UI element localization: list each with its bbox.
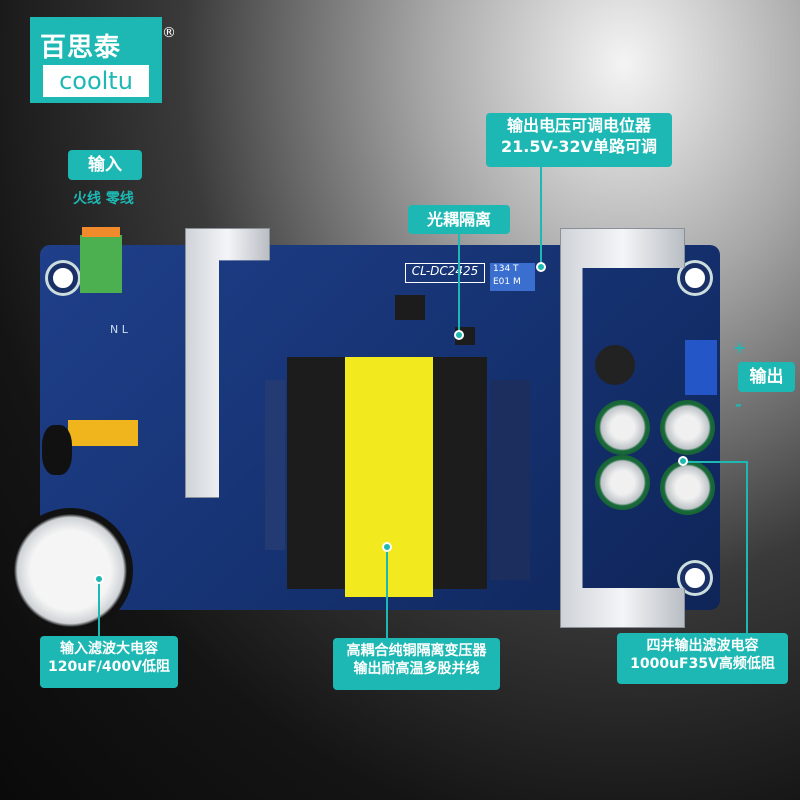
transformer <box>345 357 433 597</box>
brand-logo: 百思泰 ® cooltu <box>30 17 176 103</box>
pot-mark-1: 134 T <box>493 264 519 274</box>
brand-name-en: cooltu <box>43 65 149 97</box>
input-cap-line1: 输入滤波大电容 <box>60 641 158 657</box>
output-label: 输出 <box>738 362 795 392</box>
registered-mark: ® <box>162 25 176 41</box>
x-capacitor <box>68 420 138 446</box>
optocoupler-label: 光耦隔离 <box>408 205 510 234</box>
transformer-core-left <box>287 357 347 589</box>
minus-sign: - <box>735 395 742 414</box>
potentiometer-label: 输出电压可调电位器 21.5V-32V单路可调 <box>486 113 672 167</box>
potentiometer: 134 T E01 M <box>490 263 535 291</box>
terminal-mark: N L <box>110 323 128 336</box>
pot-mark-2: E01 M <box>493 277 521 287</box>
output-cap-line1: 四并输出滤波电容 <box>646 638 759 654</box>
input-capacitor-label: 输入滤波大电容 120uF/400V低阻 <box>40 636 178 688</box>
pot-label-line2: 21.5V-32V单路可调 <box>501 136 657 156</box>
board-model: CL-DC2425 <box>405 263 485 283</box>
output-cap-line2: 1000uF35V高频低阻 <box>630 656 775 673</box>
live-neutral-label: 火线 零线 <box>73 191 134 207</box>
brand-name-cn: 百思泰 <box>40 33 122 63</box>
transformer-line2: 输出耐高温多股并线 <box>353 661 480 678</box>
input-cap-line2: 120uF/400V低阻 <box>48 659 170 676</box>
pot-label-line1: 输出电压可调电位器 <box>506 116 651 135</box>
output-capacitor-label: 四并输出滤波电容 1000uF35V高频低阻 <box>617 633 788 684</box>
input-terminal <box>80 235 122 293</box>
input-capacitor <box>8 508 133 633</box>
transformer-label: 高耦合纯铜隔离变压器 输出耐高温多股并线 <box>333 638 500 690</box>
pcb-board: CL-DC2425 134 T E01 M N L <box>40 227 720 610</box>
output-terminal <box>685 340 717 395</box>
transformer-line1: 高耦合纯铜隔离变压器 <box>346 643 487 659</box>
plus-sign: + <box>733 338 747 357</box>
input-label: 输入 <box>68 150 142 180</box>
